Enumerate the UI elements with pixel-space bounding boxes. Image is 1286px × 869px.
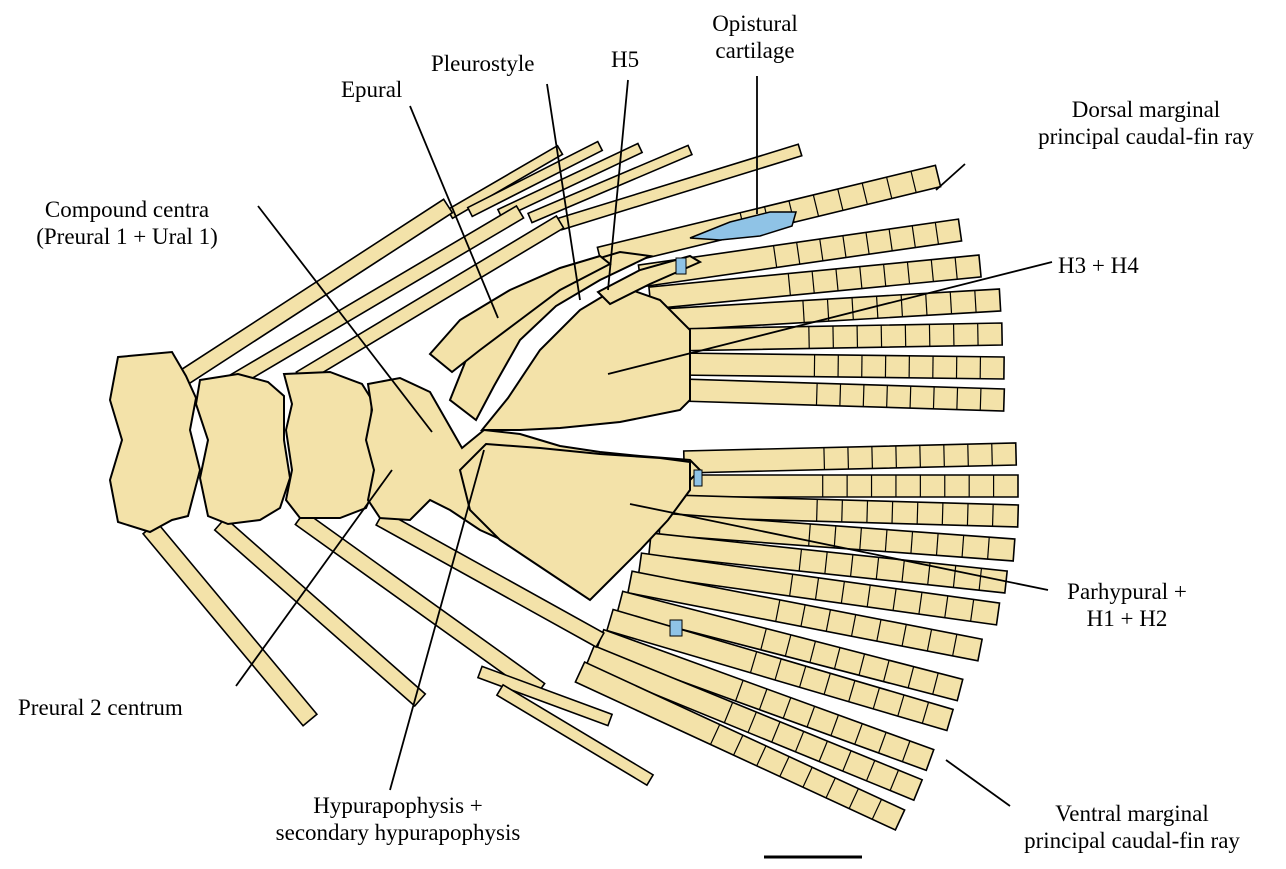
label-hypurapophysis-line1: Hypurapophysis + [228,792,568,819]
label-opistural-cartilage: Opistural cartilage [680,10,830,64]
fin-ray-segment [967,504,968,526]
label-compound-line2: (Preural 1 + Ural 1) [0,223,254,250]
fin-ray-segment [840,384,841,406]
label-ventral-line1: Ventral marginal [990,800,1274,827]
fin-ray [680,475,1018,497]
fin-ray-segment [933,387,934,409]
cartilage-bead [694,470,702,486]
fin-ray-segment [887,385,888,407]
fin-ray-segment [944,445,945,467]
fin-ray-segment [942,503,943,525]
label-compound-line1: Compound centra [0,196,254,223]
label-opistural-line1: Opistural [680,10,830,37]
label-parhypural-line2: H1 + H2 [1052,605,1202,632]
label-parhypural-h1-h2: Parhypural + H1 + H2 [1052,578,1202,632]
label-parhypural-line1: Parhypural + [1052,578,1202,605]
fin-ray [215,518,426,706]
fin-ray-segment [824,448,825,470]
fin-ray-segment [842,500,843,522]
fin-ray-segment [817,499,818,521]
label-dorsal-line1: Dorsal marginal [1010,96,1282,123]
fin-ray-segment [867,501,868,523]
label-dorsal-line2: principal caudal-fin ray [1010,123,1282,150]
fin-ray-segment [896,446,897,468]
fin-ray-segment [872,446,873,468]
preural-3b-centrum [196,374,290,524]
label-epural: Epural [341,76,402,103]
label-h5: H5 [611,46,639,73]
label-hypurapophysis-line2: secondary hypurapophysis [228,819,568,846]
fin-ray [684,443,1017,473]
label-ventral-marginal-ray: Ventral marginal principal caudal-fin ra… [990,800,1274,854]
fin-ray-segment [993,504,994,526]
preural-2-centrum [284,372,378,518]
fin-ray-segment [957,388,958,410]
fin-ray-segment [980,388,981,410]
label-h3-h4: H3 + H4 [1058,252,1139,279]
preural-3-centrum [110,352,200,532]
fin-ray-segment [816,383,817,405]
fin-ray-segment [892,501,893,523]
label-ventral-line2: principal caudal-fin ray [990,827,1274,854]
cartilage-bead [670,620,682,636]
fin-ray-segment [968,444,969,466]
fin-ray [680,379,1005,411]
label-dorsal-marginal-ray: Dorsal marginal principal caudal-fin ray [1010,96,1282,150]
fin-ray-segment [910,386,911,408]
label-preural-2-centrum: Preural 2 centrum [18,694,183,721]
fin-ray-segment [917,502,918,524]
label-opistural-line2: cartilage [680,37,830,64]
cartilage-bead [676,258,686,274]
fin-ray-segment [848,447,849,469]
fin-ray [676,353,1004,379]
fin-ray-segment [920,445,921,467]
label-pleurostyle: Pleurostyle [431,50,535,77]
fin-ray-segment [863,385,864,407]
fin-ray-segment [992,444,993,466]
label-compound-centra: Compound centra (Preural 1 + Ural 1) [0,196,254,250]
label-hypurapophysis: Hypurapophysis + secondary hypurapophysi… [228,792,568,846]
